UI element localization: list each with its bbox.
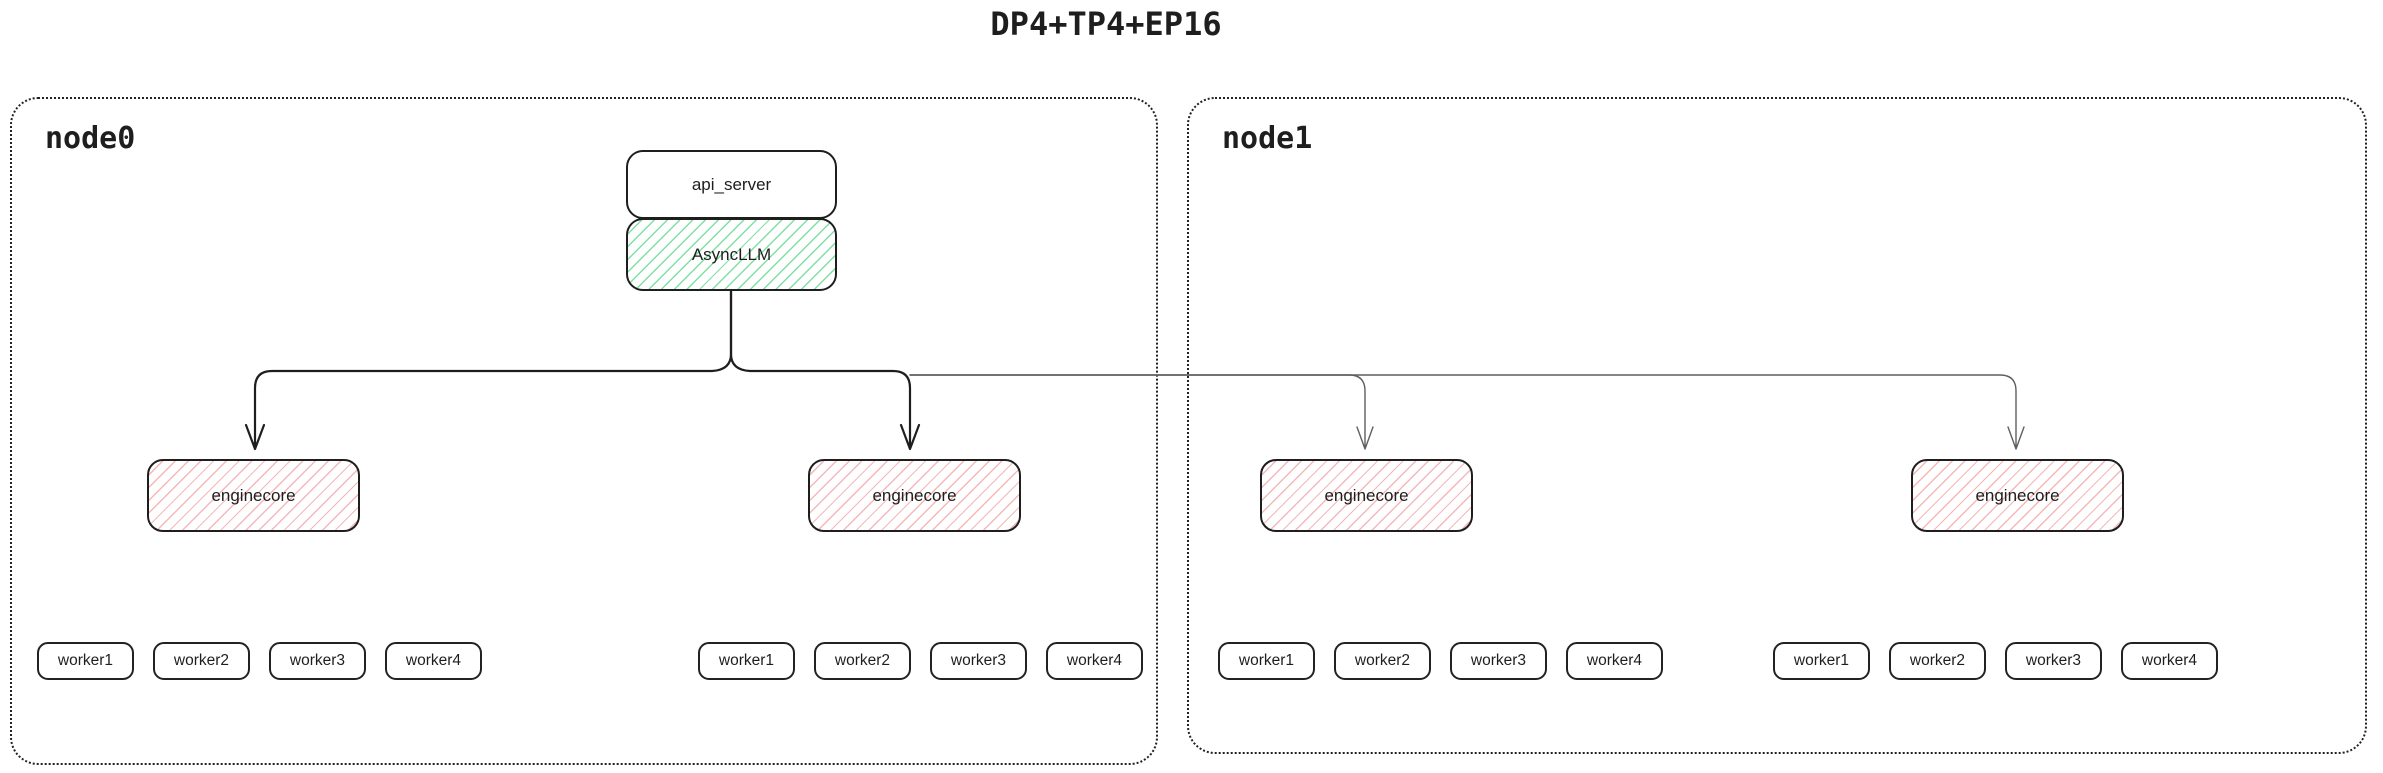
worker-box: worker1 — [37, 642, 134, 680]
api-server-box: api_server — [626, 150, 837, 219]
diagram-title: DP4+TP4+EP16 — [990, 5, 1222, 43]
node0-label: node0 — [45, 121, 136, 156]
enginecore-box-1: enginecore — [147, 459, 360, 532]
worker-box: worker2 — [153, 642, 250, 680]
worker-group-3: worker1 worker2 worker3 worker4 — [1218, 642, 1663, 680]
worker-box: worker1 — [1218, 642, 1315, 680]
enginecore-box-4: enginecore — [1911, 459, 2124, 532]
worker-box: worker4 — [2121, 642, 2218, 680]
node1-label: node1 — [1222, 121, 1313, 156]
worker-box: worker3 — [1450, 642, 1547, 680]
worker-group-4: worker1 worker2 worker3 worker4 — [1773, 642, 2218, 680]
worker-box: worker3 — [2005, 642, 2102, 680]
worker-box: worker4 — [1046, 642, 1143, 680]
asyncllm-box: AsyncLLM — [626, 218, 837, 291]
enginecore-box-3: enginecore — [1260, 459, 1473, 532]
worker-box: worker1 — [698, 642, 795, 680]
worker-group-2: worker1 worker2 worker3 worker4 — [698, 642, 1143, 680]
worker-box: worker2 — [1334, 642, 1431, 680]
worker-group-1: worker1 worker2 worker3 worker4 — [37, 642, 482, 680]
worker-box: worker3 — [269, 642, 366, 680]
worker-box: worker1 — [1773, 642, 1870, 680]
worker-box: worker2 — [1889, 642, 1986, 680]
worker-box: worker3 — [930, 642, 1027, 680]
worker-box: worker4 — [1566, 642, 1663, 680]
enginecore-box-2: enginecore — [808, 459, 1021, 532]
worker-box: worker4 — [385, 642, 482, 680]
worker-box: worker2 — [814, 642, 911, 680]
